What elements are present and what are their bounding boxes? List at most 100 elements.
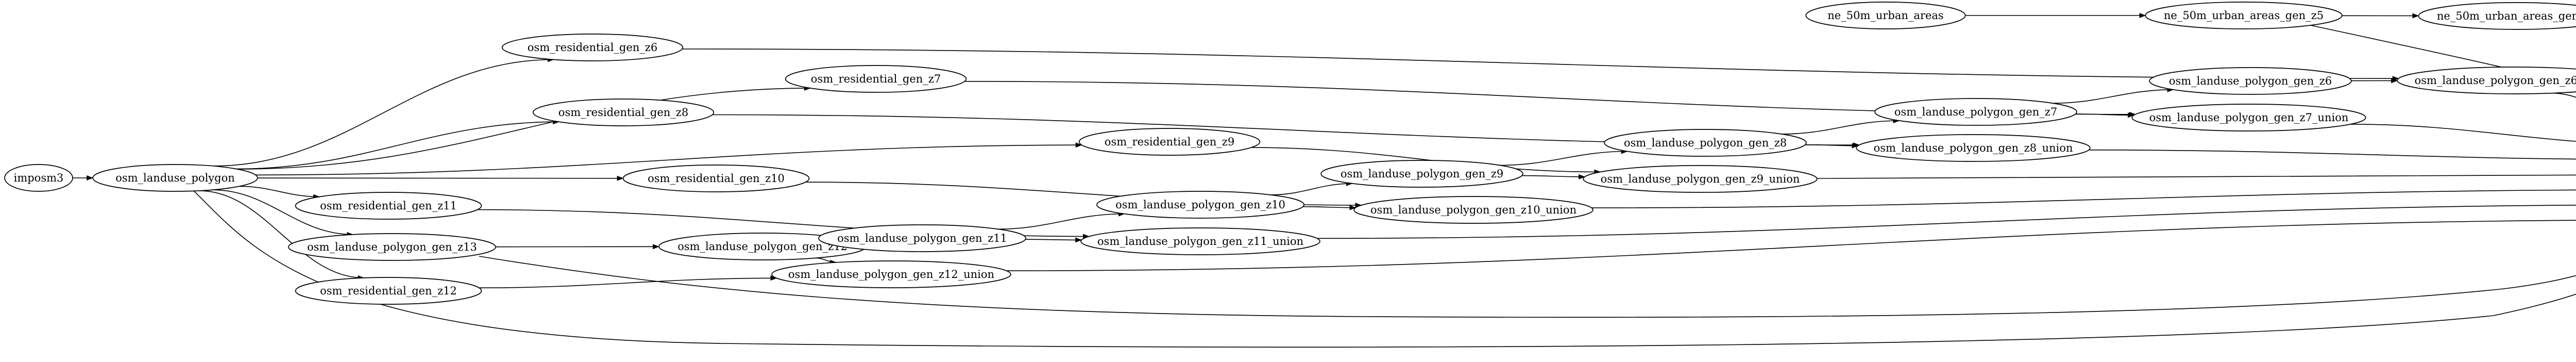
node-ellipse-ne_50m_urban_areas <box>1805 2 1966 29</box>
edge-osm_landuse_polygon-to-osm_residential_gen_z11 <box>239 186 320 200</box>
node-ellipse-osm_landuse_polygon_gen_z13 <box>288 233 496 261</box>
node-label-osm_residential_gen_z12: osm_residential_gen_z12 <box>320 285 457 297</box>
node-label-osm_landuse_polygon_gen_z8: osm_landuse_polygon_gen_z8 <box>1624 137 1787 149</box>
node-osm_landuse_polygon_gen_z9_union: osm_landuse_polygon_gen_z9_union <box>1583 165 1818 193</box>
node-ne_50m_urban_areas: ne_50m_urban_areas <box>1805 2 1966 29</box>
node-osm_residential_gen_z9: osm_residential_gen_z9 <box>1078 128 1261 156</box>
node-osm_landuse_polygon_gen_z12_union: osm_landuse_polygon_gen_z12_union <box>771 260 1011 288</box>
node-ellipse-ne_50m_urban_areas_gen_z4 <box>2418 2 2576 30</box>
node-osm_landuse_polygon_gen_z6: osm_landuse_polygon_gen_z6 <box>2149 67 2352 95</box>
node-ellipse-imposm3 <box>4 164 73 192</box>
edge-osm_residential_gen_z6-to-osm_landuse_polygon_gen_z6_union <box>682 48 2399 81</box>
edge-osm_landuse_polygon_gen_z7-to-osm_landuse_polygon_gen_z6 <box>2053 87 2174 104</box>
node-label-osm_residential_gen_z11: osm_residential_gen_z11 <box>320 200 457 212</box>
edge-osm_landuse_polygon_gen_z10-to-osm_landuse_polygon_gen_z9 <box>1270 180 1353 195</box>
node-label-osm_landuse_polygon_gen_z7_union: osm_landuse_polygon_gen_z7_union <box>2149 111 2349 124</box>
node-ellipse-osm_residential_gen_z8 <box>532 98 715 126</box>
node-osm_landuse_polygon_gen_z12: osm_landuse_polygon_gen_z12 <box>658 233 867 260</box>
node-osm_landuse_polygon_gen_z10: osm_landuse_polygon_gen_z10 <box>1096 191 1304 219</box>
edge-osm_residential_gen_z9-to-osm_landuse_polygon_gen_z9_union <box>1251 147 1601 175</box>
edge-osm_landuse_polygon_gen_z11-to-osm_landuse_polygon_gen_z11_union <box>1025 237 1082 243</box>
edge-osm_landuse_polygon_gen_z9-to-osm_landuse_polygon_gen_z8 <box>1500 149 1628 166</box>
edge-osm_landuse_polygon_gen_z8_union-to-layer_landuse-z8 <box>2089 150 2576 160</box>
edge-osm_landuse_polygon-to-osm_residential_gen_z6 <box>213 57 554 167</box>
edge-osm_residential_gen_z12-to-osm_landuse_polygon_gen_z12_union <box>479 275 777 288</box>
node-osm_residential_gen_z6: osm_residential_gen_z6 <box>501 34 684 61</box>
node-imposm3: imposm3 <box>4 164 73 192</box>
node-label-osm_landuse_polygon_gen_z10: osm_landuse_polygon_gen_z10 <box>1115 199 1285 211</box>
node-ellipse-osm_landuse_polygon_gen_z6_union <box>2397 67 2576 94</box>
node-ellipse-osm_landuse_polygon_gen_z8_union <box>1856 134 2091 162</box>
node-ellipse-osm_landuse_polygon_gen_z10_union <box>1353 196 1594 224</box>
edge-osm_landuse_polygon_gen_z9_union-to-layer_landuse-z9 <box>1817 174 2576 179</box>
node-label-osm_landuse_polygon_gen_z12: osm_landuse_polygon_gen_z12 <box>677 240 848 253</box>
node-ellipse-osm_residential_gen_z6 <box>501 34 684 61</box>
node-osm_landuse_polygon_gen_z8_union: osm_landuse_polygon_gen_z8_union <box>1856 134 2091 162</box>
node-osm_landuse_polygon_gen_z7: osm_landuse_polygon_gen_z7 <box>1874 98 2077 126</box>
node-label-ne_50m_urban_areas_gen_z5: ne_50m_urban_areas_gen_z5 <box>2164 9 2324 22</box>
node-ellipse-osm_landuse_polygon_gen_z9 <box>1320 160 1523 188</box>
node-ellipse-osm_residential_gen_z11 <box>295 192 482 220</box>
node-ellipse-osm_landuse_polygon <box>92 164 258 192</box>
node-ellipse-osm_landuse_polygon_gen_z7 <box>1874 98 2077 126</box>
node-osm_residential_gen_z8: osm_residential_gen_z8 <box>532 98 715 126</box>
edge-osm_landuse_polygon_gen_z9-to-osm_landuse_polygon_gen_z9_union <box>1521 174 1586 179</box>
node-label-osm_residential_gen_z8: osm_residential_gen_z8 <box>558 106 688 119</box>
node-ellipse-osm_landuse_polygon_gen_z11_union <box>1080 227 1320 255</box>
node-ellipse-osm_landuse_polygon_gen_z11 <box>818 224 1026 252</box>
edge-osm_landuse_polygon_gen_z10_union-to-layer_landuse-z10 <box>1591 189 2576 208</box>
node-osm_landuse_polygon_gen_z11: osm_landuse_polygon_gen_z11 <box>818 224 1026 252</box>
node-label-osm_landuse_polygon_gen_z8_union: osm_landuse_polygon_gen_z8_union <box>1874 142 2073 154</box>
edge-osm_landuse_polygon_gen_z11-to-osm_landuse_polygon_gen_z10 <box>998 211 1125 230</box>
node-ellipse-osm_residential_gen_z7 <box>785 65 967 93</box>
edge-osm_landuse_polygon_gen_z11_union-to-layer_landuse-z11 <box>1317 205 2576 239</box>
edges-layer <box>73 13 2576 348</box>
edge-osm_landuse_polygon_gen_z12-to-osm_landuse_polygon_gen_z12_union <box>816 257 837 265</box>
node-ellipse-osm_residential_gen_z9 <box>1078 128 1261 156</box>
node-label-osm_landuse_polygon_gen_z13: osm_landuse_polygon_gen_z13 <box>307 241 477 253</box>
node-label-osm_landuse_polygon_gen_z11_union: osm_landuse_polygon_gen_z11_union <box>1097 235 1303 248</box>
node-label-osm_landuse_polygon_gen_z10_union: osm_landuse_polygon_gen_z10_union <box>1370 204 1577 216</box>
edge-osm_landuse_polygon_gen_z12_union-to-layer_landuse-z12 <box>1006 220 2576 271</box>
node-label-ne_50m_urban_areas: ne_50m_urban_areas <box>1827 9 1943 22</box>
node-label-osm_landuse_polygon_gen_z12_union: osm_landuse_polygon_gen_z12_union <box>788 268 994 281</box>
node-osm_landuse_polygon_gen_z8: osm_landuse_polygon_gen_z8 <box>1604 129 1807 157</box>
node-ne_50m_urban_areas_gen_z5: ne_50m_urban_areas_gen_z5 <box>2145 2 2343 29</box>
edge-osm_landuse_polygon_gen_z10-to-osm_landuse_polygon_gen_z10_union <box>1302 205 1357 210</box>
node-ellipse-osm_landuse_polygon_gen_z8 <box>1604 129 1807 157</box>
node-ellipse-osm_landuse_polygon_gen_z10 <box>1096 191 1304 219</box>
node-ellipse-osm_landuse_polygon_gen_z6 <box>2149 67 2352 95</box>
node-ellipse-osm_landuse_polygon_gen_z9_union <box>1583 165 1818 193</box>
edge-osm_landuse_polygon-to-osm_residential_gen_z7 <box>237 85 811 170</box>
node-ellipse-osm_landuse_polygon_gen_z7_union <box>2131 104 2366 131</box>
node-ellipse-osm_landuse_polygon_gen_z12_union <box>771 260 1011 288</box>
node-label-osm_residential_gen_z7: osm_residential_gen_z7 <box>811 73 941 85</box>
edge-osm_landuse_polygon-to-osm_residential_gen_z9 <box>255 142 1082 176</box>
node-label-osm_landuse_polygon_gen_z6: osm_landuse_polygon_gen_z6 <box>2169 75 2332 87</box>
node-label-osm_residential_gen_z10: osm_residential_gen_z10 <box>648 172 785 185</box>
node-label-osm_landuse_polygon_gen_z11: osm_landuse_polygon_gen_z11 <box>837 232 1007 244</box>
node-ne_50m_urban_areas_gen_z4: ne_50m_urban_areas_gen_z4 <box>2418 2 2576 30</box>
node-osm_residential_gen_z11: osm_residential_gen_z11 <box>295 192 482 220</box>
node-osm_landuse_polygon_gen_z10_union: osm_landuse_polygon_gen_z10_union <box>1353 196 1594 224</box>
node-osm_residential_gen_z7: osm_residential_gen_z7 <box>785 65 967 93</box>
node-osm_residential_gen_z12: osm_residential_gen_z12 <box>295 277 482 305</box>
node-osm_landuse_polygon_gen_z6_union: osm_landuse_polygon_gen_z6_union <box>2397 67 2576 94</box>
node-osm_landuse_polygon_gen_z11_union: osm_landuse_polygon_gen_z11_union <box>1080 227 1320 255</box>
node-label-osm_landuse_polygon_gen_z9_union: osm_landuse_polygon_gen_z9_union <box>1601 173 1800 185</box>
edge-osm_landuse_polygon-to-osm_residential_gen_z8 <box>236 119 560 170</box>
node-ellipse-ne_50m_urban_areas_gen_z5 <box>2145 2 2343 29</box>
edge-osm_landuse_polygon_gen_z13-to-layer_landuse-z13 <box>479 256 2576 318</box>
node-label-osm_landuse_polygon: osm_landuse_polygon <box>115 172 235 184</box>
node-ellipse-osm_residential_gen_z12 <box>295 277 482 305</box>
node-label-ne_50m_urban_areas_gen_z4: ne_50m_urban_areas_gen_z4 <box>2437 10 2576 22</box>
node-label-osm_residential_gen_z6: osm_residential_gen_z6 <box>528 41 657 54</box>
edge-osm_landuse_polygon_gen_z7_union-to-layer_landuse-z7 <box>2350 124 2576 142</box>
nodes-layer: imposm3 osm_landuse_polygon osm_residentia… <box>4 2 2576 305</box>
node-osm_landuse_polygon_gen_z7_union: osm_landuse_polygon_gen_z7_union <box>2131 104 2366 131</box>
node-label-osm_landuse_polygon_gen_z9: osm_landuse_polygon_gen_z9 <box>1341 168 1503 180</box>
edge-osm_landuse_polygon_gen_z6_union-to-layer_landuse-z6 <box>2551 92 2576 98</box>
node-osm_landuse_polygon: osm_landuse_polygon <box>92 164 258 192</box>
